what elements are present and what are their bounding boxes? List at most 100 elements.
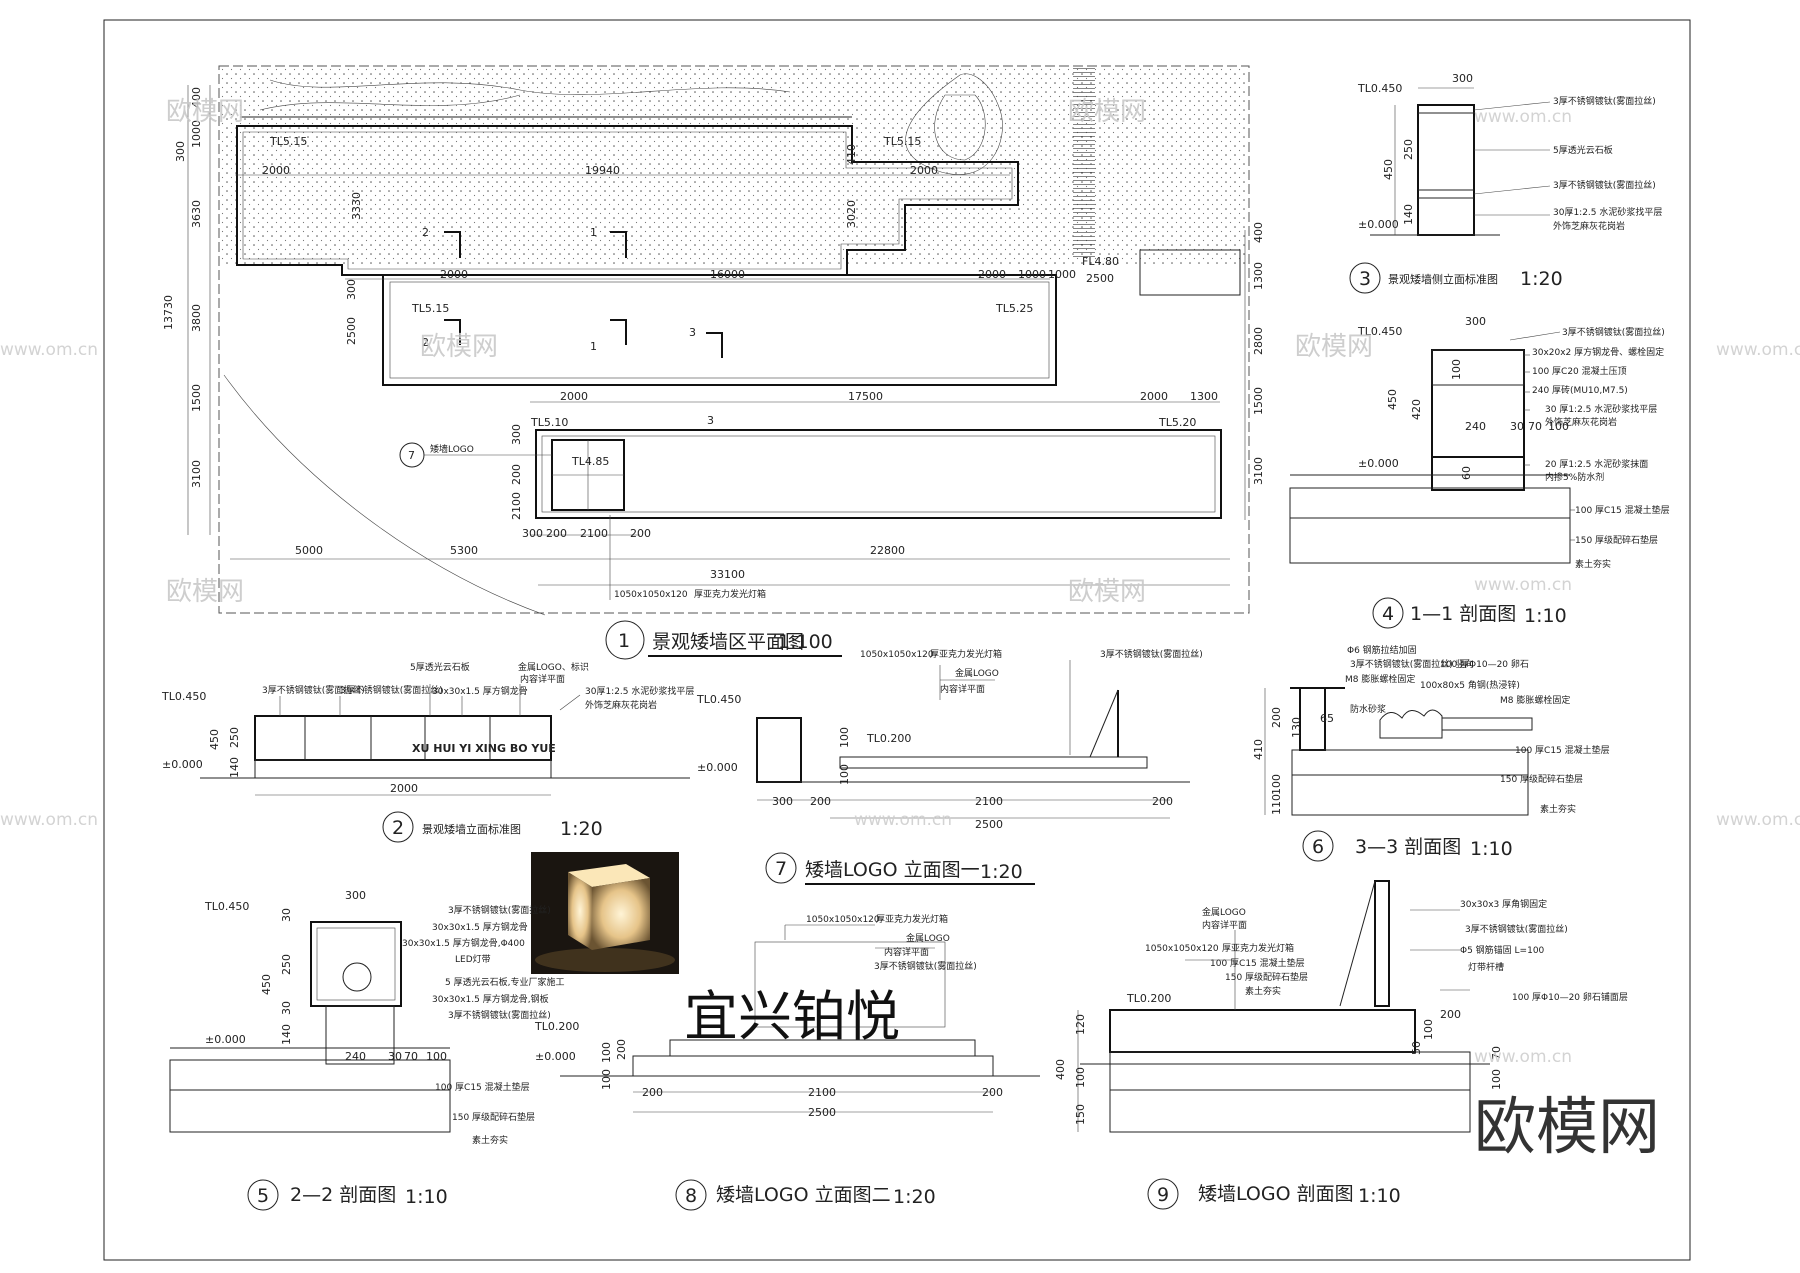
dim-label: 1000 [1048, 268, 1076, 281]
dim-label: 33100 [710, 568, 745, 581]
dim-label: 100 [426, 1050, 447, 1063]
dim-label: 70 [404, 1050, 418, 1063]
note: 100 厚C15 混凝土垫层 [1210, 957, 1305, 969]
cube-side [592, 878, 650, 950]
plan-wall-lower [535, 429, 1222, 519]
cube-top [568, 864, 650, 887]
elev7-base [839, 756, 1148, 769]
note: 30厚1:2.5 水泥砂浆找平层 [585, 685, 694, 697]
note: 100 厚C15 混凝土垫层 [435, 1081, 530, 1093]
dim-label: 300 [345, 279, 358, 300]
dim-label: 200 [1152, 795, 1173, 808]
note: 240 厚砖(MU10,M7.5) [1532, 384, 1628, 396]
watermark-url: www.om.cn [1474, 107, 1572, 127]
note: 厚亚克力发光灯箱 [1222, 942, 1294, 954]
note: 30x30x1.5 厚方钢龙骨,Φ400 [402, 937, 525, 949]
dim-label: 100 [1450, 359, 1463, 380]
sec5-slab [169, 1059, 451, 1091]
dim-label: 2000 [978, 268, 1006, 281]
level-label: ±0.000 [697, 761, 738, 774]
callout-label: 厚亚克力发光灯箱 [694, 588, 766, 600]
title-number: 2 [392, 817, 404, 839]
dim-label: 100 [600, 1042, 613, 1063]
callout-number: 7 [408, 449, 415, 462]
level-label: TL0.450 [204, 900, 249, 913]
title-number: 8 [685, 1185, 697, 1207]
note: 内容详平面 [1202, 919, 1247, 931]
dim-label: 400 [190, 87, 203, 108]
logo-elevation-2: 宜兴铂悦 TL0.200 ±0.000 200 2100 200 2500 10… [534, 913, 1040, 1211]
dim-label: 450 [1382, 159, 1395, 180]
elev2-base [254, 759, 552, 779]
title-scale: 1:100 [778, 631, 833, 653]
dim-label: 1300 [1190, 390, 1218, 403]
dim-label: 3330 [350, 192, 363, 220]
note: 3厚不锈钢镀钛(雾面拉丝) [1553, 179, 1656, 191]
watermark-url: www.om.cn [854, 810, 952, 830]
title-number: 6 [1312, 836, 1324, 858]
note: 金属LOGO [1202, 906, 1246, 918]
note: 3厚不锈钢镀钛(雾面拉丝) [1553, 95, 1656, 107]
dim-label: 300 [1452, 72, 1473, 85]
logo-elevation-1: TL0.450 ±0.000 TL0.200 300 200 2100 200 … [696, 648, 1203, 885]
note: 金属LOGO [955, 667, 999, 679]
dim-label: 130 [1290, 717, 1303, 738]
title-block-7: 7 矮墙LOGO 立面图一 1:20 [765, 852, 1035, 885]
dim-label: 140 [1402, 204, 1415, 225]
dim-label: 2500 [975, 818, 1003, 831]
note: 100 厚C20 混凝土压顶 [1532, 365, 1627, 377]
note: 5厚透光云石板 [410, 661, 470, 673]
title-name: 矮墙LOGO 立面图一 [805, 859, 980, 881]
dim-label: 2000 [262, 164, 290, 177]
plan-contour [259, 94, 521, 111]
plan-wall-upper-inner [242, 131, 1013, 270]
note: 灯带杆槽 [1468, 961, 1504, 973]
note: 5 厚透光云石板,专业厂家施工 [445, 976, 564, 988]
dim-label: 3100 [190, 460, 203, 488]
dim-label: 240 [1465, 420, 1486, 433]
note: 外饰芝麻灰花岗岩 [585, 699, 657, 711]
dim-label: 2500 [808, 1106, 836, 1119]
note: M8 膨胀螺栓固定 [1345, 673, 1415, 685]
elev7-pillar [756, 717, 802, 783]
dim-label: 2000 [390, 782, 418, 795]
note: 150 厚级配碎石垫层 [452, 1111, 535, 1123]
title-number: 1 [618, 630, 630, 652]
note: 3厚不锈钢镀钛(雾面拉丝) [1100, 648, 1203, 660]
note: 100 厚Φ10—20 卵石铺面层 [1512, 991, 1628, 1003]
dim-label: 200 [1440, 1008, 1461, 1021]
title-block-9: 9 矮墙LOGO 剖面图 1:10 [1147, 1178, 1401, 1210]
title-number: 5 [257, 1185, 269, 1207]
dim-label: 2500 [345, 317, 358, 345]
section-3-3: 410 200 130 65 100 110 Φ6 钢筋拉结加固 3厚不锈钢镀钛… [1252, 644, 1610, 862]
title-scale: 1:10 [405, 1186, 448, 1208]
dim-label: 2800 [1252, 327, 1265, 355]
note: 内掺5%防水剂 [1545, 471, 1604, 483]
note: 3厚不锈钢镀钛(雾面拉丝) [874, 960, 977, 972]
plan-dimensions: 2000 19940 2000 2000 16000 2000 1000 100… [162, 85, 1265, 586]
dim-label: 200 [982, 1086, 1003, 1099]
title-scale: 1:10 [1524, 605, 1567, 627]
level-label: TL5.10 [530, 416, 568, 429]
dim-label: 30 [280, 908, 293, 922]
title-scale: 1:10 [1358, 1185, 1401, 1207]
dim-label: 50 [1410, 1041, 1423, 1055]
section-2-2: TL0.450 ±0.000 300 450 250 140 30 30 240… [169, 889, 564, 1211]
plan-cut-marks [444, 231, 723, 358]
watermarks: 欧模网 欧模网 欧模网 欧模网 欧模网 欧模网 www.om.cn www.om… [0, 97, 1800, 1067]
dim-label: 200 [510, 464, 523, 485]
dim-label: 30 [388, 1050, 402, 1063]
cut-label: 3 [689, 326, 696, 339]
dim-label: 17500 [848, 390, 883, 403]
note: 30 厚1:2.5 水泥砂浆找平层 [1545, 403, 1657, 415]
note: 150 厚级配碎石垫层 [1500, 773, 1583, 785]
dim-label: 3020 [845, 200, 858, 228]
title-name: 2—2 剖面图 [290, 1184, 396, 1206]
note: 素土夯实 [1540, 803, 1576, 815]
sec4-cap [1431, 349, 1525, 386]
plan-level-marks: TL5.15 TL5.15 TL5.15 TL5.25 TL5.10 TL5.2… [269, 135, 1196, 468]
sec5-cabinet [310, 921, 402, 1007]
note: 100 厚C15 混凝土垫层 [1515, 744, 1610, 756]
note: 30x30x1.5 厚方钢龙骨 [432, 685, 528, 697]
title-scale: 1:20 [560, 818, 603, 840]
